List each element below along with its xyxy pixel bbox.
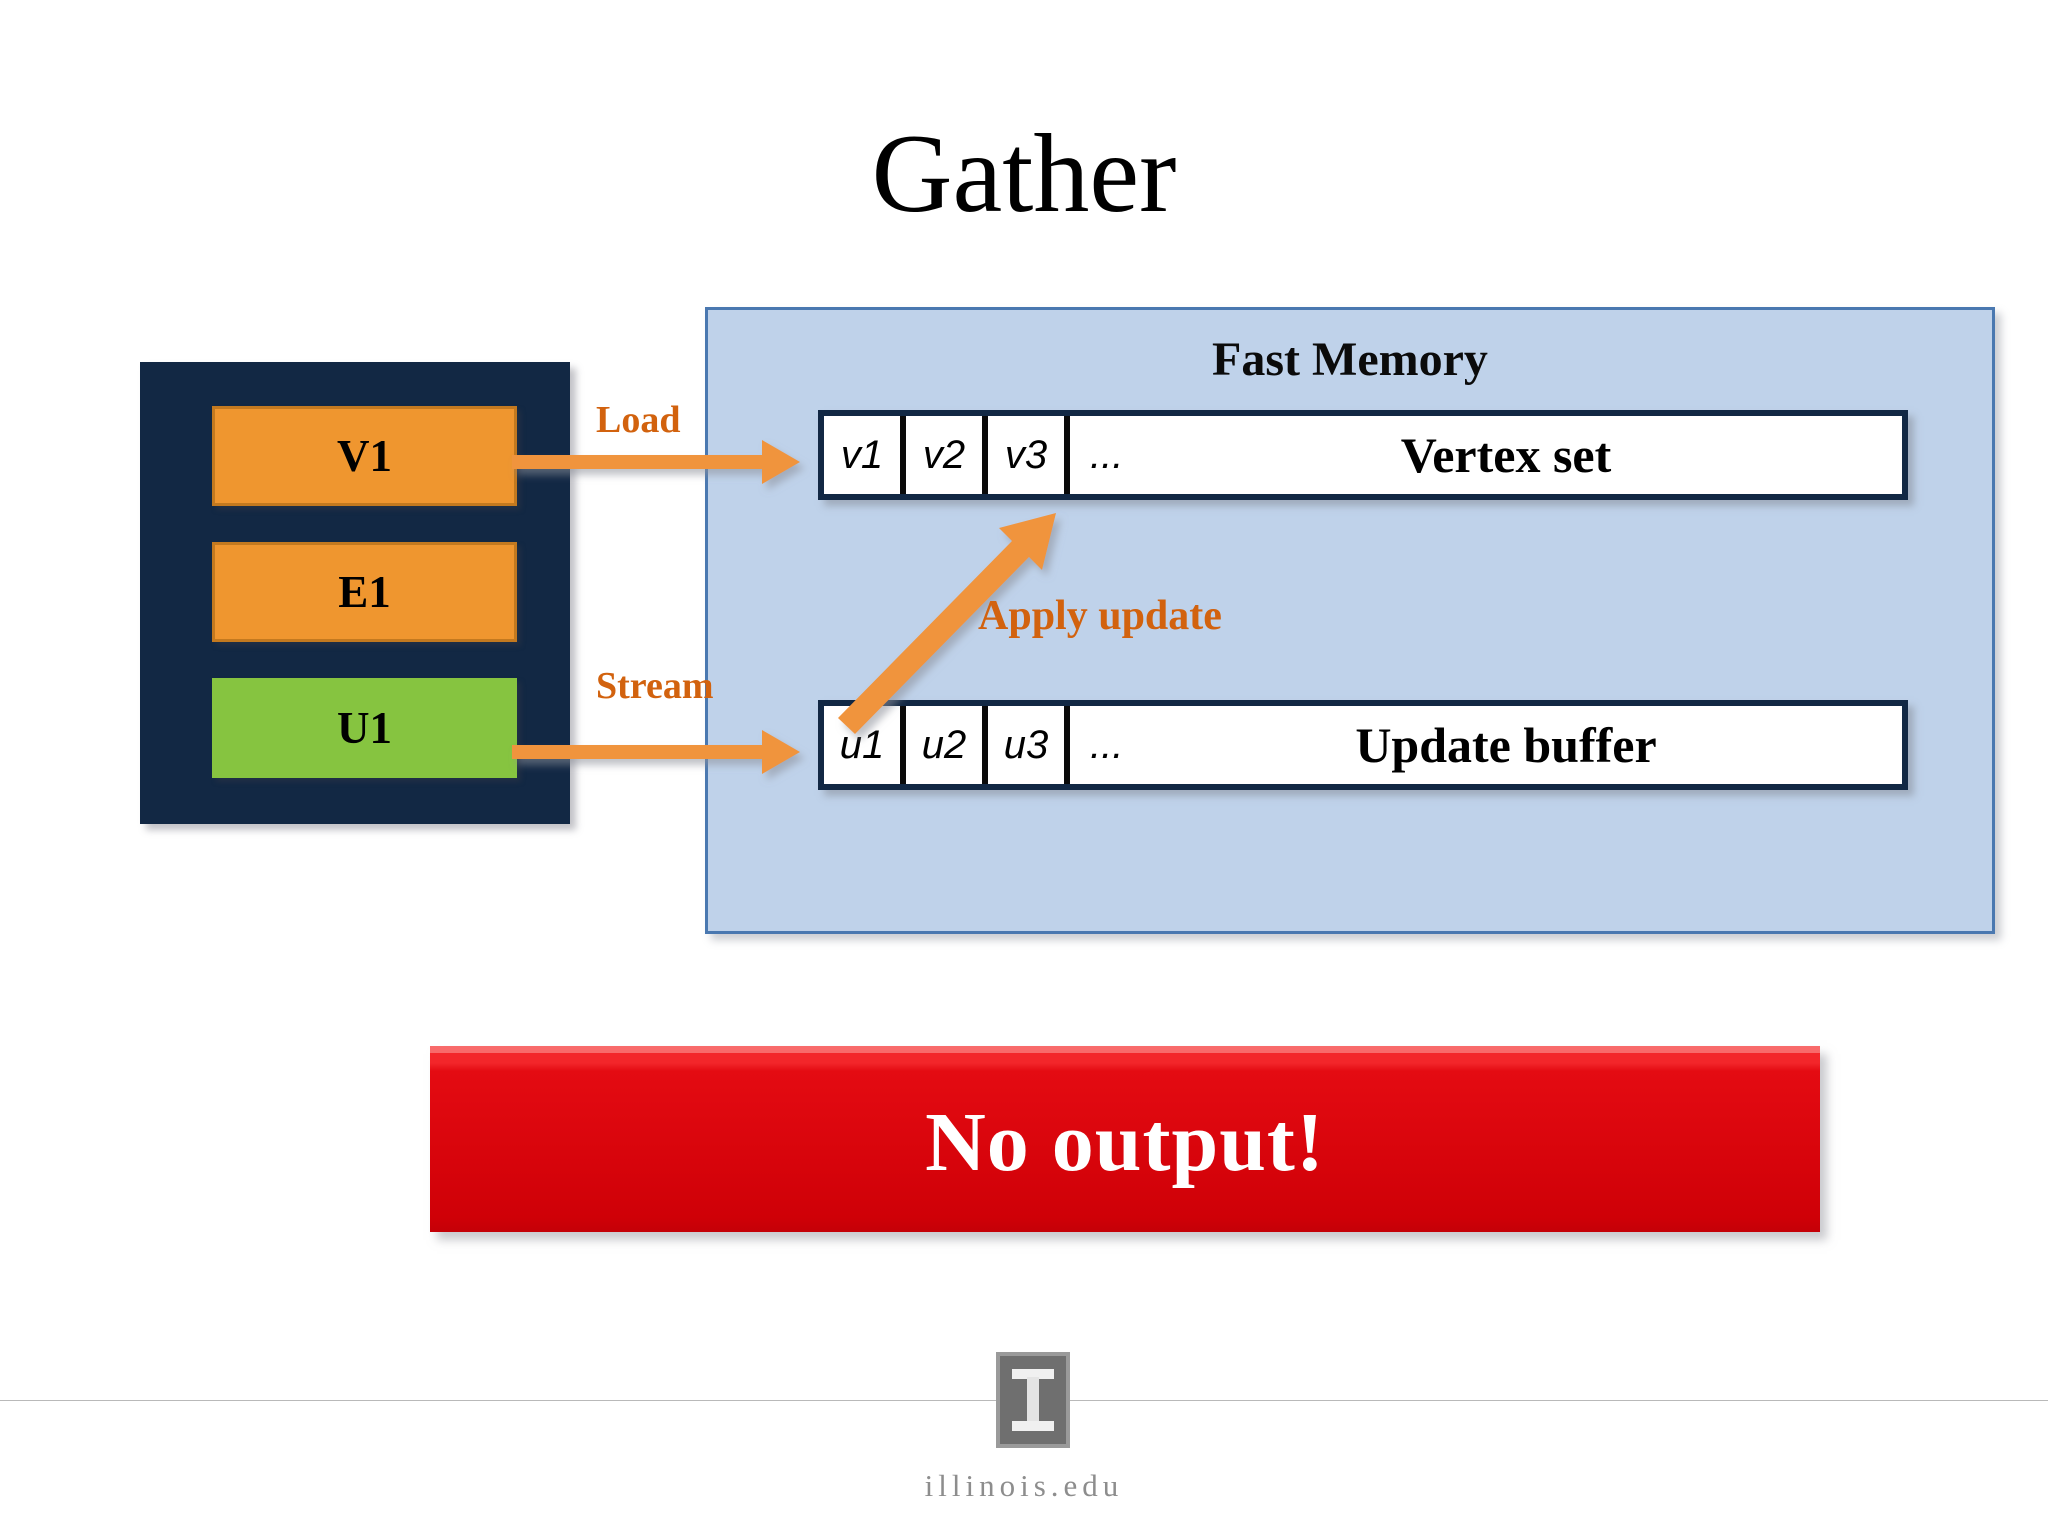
page-title: Gather xyxy=(871,112,1177,236)
block-e1-label: E1 xyxy=(338,567,391,617)
fast-memory-title: Fast Memory xyxy=(1212,333,1488,386)
vertex-cell-v3[interactable]: v3 xyxy=(988,416,1070,494)
load-arrow-label: Load xyxy=(596,399,681,441)
fast-memory-panel: Fast Memory v1 v2 v3 ... Vertex set u1 u… xyxy=(705,307,1995,934)
apply-update-arrow-label: Apply update xyxy=(978,593,1222,639)
block-i-stem xyxy=(1027,1377,1039,1425)
no-output-banner: No output! xyxy=(430,1046,1820,1232)
no-output-banner-text: No output! xyxy=(925,1096,1325,1189)
vertex-cell-remainder: ... Vertex set xyxy=(1070,416,1902,494)
block-v1-label: V1 xyxy=(337,431,392,481)
block-i-icon xyxy=(1012,1369,1054,1431)
footer-url: illinois.edu xyxy=(924,1468,1124,1503)
update-ellipsis: ... xyxy=(1090,722,1124,767)
update-cell-u2[interactable]: u2 xyxy=(906,706,988,784)
update-cell-remainder: ... Update buffer xyxy=(1070,706,1902,784)
stream-arrow-label: Stream xyxy=(596,665,714,707)
slow-memory-blocks: V1 E1 U1 xyxy=(140,362,570,824)
block-u1[interactable]: U1 xyxy=(212,678,517,778)
update-cell-u3[interactable]: u3 xyxy=(988,706,1070,784)
vertex-set-label: Vertex set xyxy=(1400,427,1612,483)
illinois-block-i-logo xyxy=(996,1352,1070,1448)
vertex-cell-v1[interactable]: v1 xyxy=(824,416,906,494)
vertex-set-row: v1 v2 v3 ... Vertex set xyxy=(818,410,1908,500)
block-e1[interactable]: E1 xyxy=(212,542,517,642)
block-i-bottom-bar xyxy=(1012,1421,1054,1431)
vertex-ellipsis: ... xyxy=(1090,432,1124,477)
update-cell-u1[interactable]: u1 xyxy=(824,706,906,784)
vertex-cell-v2[interactable]: v2 xyxy=(906,416,988,494)
update-buffer-label: Update buffer xyxy=(1355,717,1657,773)
block-v1[interactable]: V1 xyxy=(212,406,517,506)
block-i-top-bar xyxy=(1012,1369,1054,1379)
block-u1-label: U1 xyxy=(337,703,392,753)
update-buffer-row: u1 u2 u3 ... Update buffer xyxy=(818,700,1908,790)
